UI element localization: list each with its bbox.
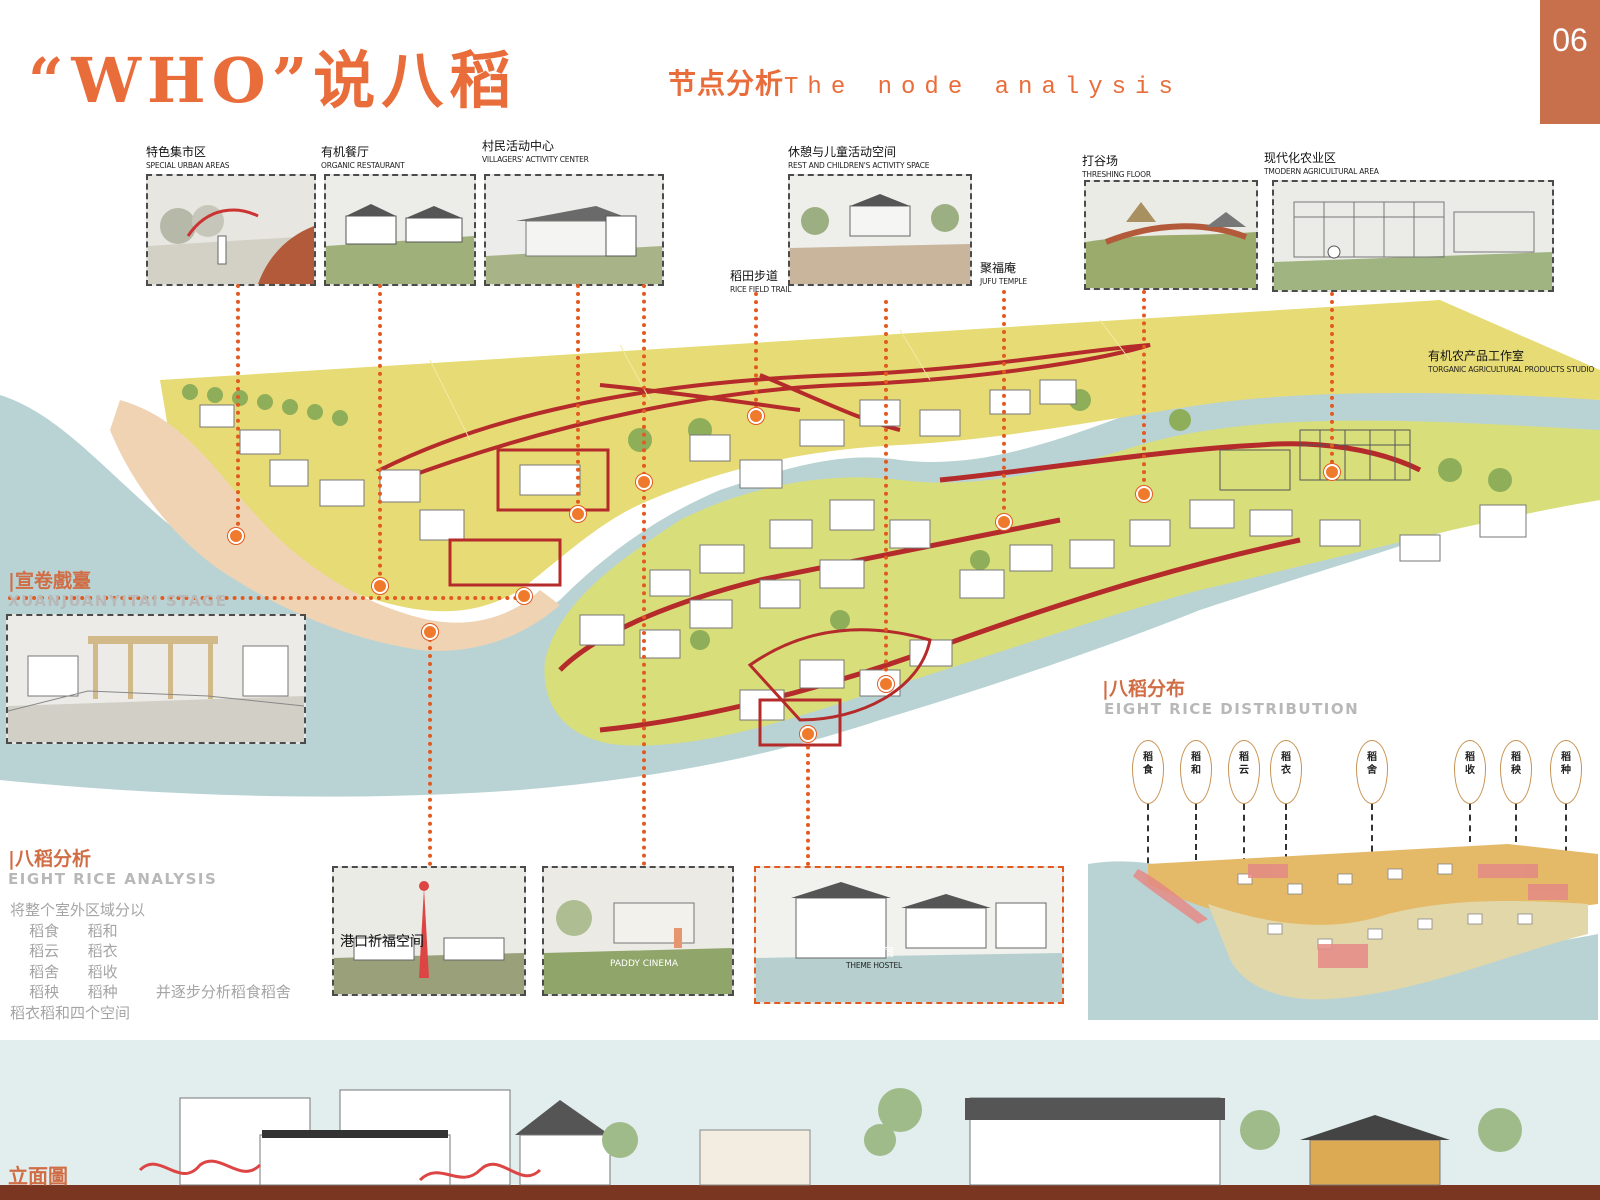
- rice-grain-badge: 稻衣: [1270, 740, 1302, 804]
- photo-threshing-floor: [1084, 180, 1258, 290]
- rice-grain-badge: 稻云: [1228, 740, 1260, 804]
- subtitle-cn: 节点分析: [668, 67, 785, 100]
- elevation-drawing: [0, 1040, 1600, 1200]
- node-pin[interactable]: [228, 528, 244, 544]
- photo-port-blessing-space: [332, 866, 526, 996]
- grain-connector: [1195, 804, 1197, 900]
- leader-line: [1002, 290, 1006, 518]
- grain-connector: [1469, 804, 1471, 874]
- photo-special-urban-areas: [146, 174, 316, 286]
- rice-field-upper: [160, 300, 1600, 612]
- rice-grain-badge: 稻收: [1454, 740, 1486, 804]
- analysis-line: 稻衣稻和四个空间: [10, 1003, 131, 1022]
- leader-line: [754, 292, 758, 410]
- stage-subtitle: XUANJUANYITAI STAGE: [8, 592, 228, 610]
- analysis-line: 稻舍 稻收: [10, 962, 118, 981]
- leader-line-horizontal: [8, 596, 518, 600]
- analysis-line: 稻食 稻和: [10, 921, 118, 940]
- leader-line: [806, 730, 810, 866]
- grain-connector: [1243, 804, 1245, 864]
- leader-line: [642, 480, 646, 866]
- leader-line: [884, 300, 888, 680]
- grain-connector: [1515, 804, 1517, 874]
- node-pin[interactable]: [1136, 486, 1152, 502]
- grain-connector: [1285, 804, 1287, 890]
- photo-theme-hostel: [754, 866, 1064, 1004]
- node-pin[interactable]: [748, 408, 764, 424]
- analysis-line: 稻秧 稻种 并逐步分析稻食稻舍: [10, 983, 291, 1001]
- photo-villagers-activity-center: [484, 174, 664, 286]
- page-title: “WHO”说八稻: [28, 44, 518, 117]
- node-pin[interactable]: [1324, 464, 1340, 480]
- subtitle-en: The node analysis: [784, 74, 1182, 101]
- leader-line: [428, 630, 432, 866]
- leader-line: [236, 284, 240, 534]
- rice-grain-badge: 稻种: [1550, 740, 1582, 804]
- node-pin[interactable]: [372, 578, 388, 594]
- stage-title: |宣卷戲臺: [8, 570, 91, 592]
- leader-line: [576, 284, 580, 512]
- node-pin[interactable]: [800, 726, 816, 742]
- leader-line: [378, 284, 382, 584]
- distribution-title: |八稻分布: [1102, 678, 1185, 700]
- node-pin[interactable]: [570, 506, 586, 522]
- analysis-description: 将整个室外区域分以 稻食 稻和 稻云 稻衣 稻舍 稻收 稻秧 稻种 并逐步分析稻…: [10, 900, 291, 1023]
- analysis-line: 稻云 稻衣: [10, 942, 118, 960]
- analysis-title: |八稻分析: [8, 848, 91, 870]
- label-paddy-cinema: PADDY CINEMA: [610, 959, 679, 969]
- rice-grain-badge: 稻秧: [1500, 740, 1532, 804]
- rice-grain-badge: 稻食: [1132, 740, 1164, 804]
- photo-xuanjuan-stage: [6, 614, 306, 744]
- node-pin[interactable]: [636, 474, 652, 490]
- node-pin[interactable]: [516, 588, 532, 604]
- photo-organic-restaurant: [324, 174, 476, 286]
- node-pin[interactable]: [422, 624, 438, 640]
- rice-grain-badge: 稻和: [1180, 740, 1212, 804]
- elevation-label: 立面圖: [8, 1164, 68, 1188]
- left-bank: [110, 400, 560, 651]
- leader-line: [1330, 292, 1334, 472]
- node-pin[interactable]: [878, 676, 894, 692]
- masterplan-map: [0, 300, 1600, 797]
- photo-modern-agricultural-area: [1272, 180, 1554, 292]
- page-number: 06: [1552, 22, 1588, 58]
- rice-grain-badge: 稻舍: [1356, 740, 1388, 804]
- leader-line: [642, 284, 646, 476]
- grain-connector: [1565, 804, 1567, 874]
- node-pin[interactable]: [996, 514, 1012, 530]
- photo-rest-children-space: [788, 174, 972, 286]
- analysis-subtitle: EIGHT RICE ANALYSIS: [8, 870, 218, 888]
- page-subtitle: 节点分析The node analysis: [668, 62, 1182, 102]
- photo-paddy-cinema: [542, 866, 734, 996]
- analysis-line: 将整个室外区域分以: [10, 901, 146, 919]
- grain-connector: [1147, 804, 1149, 874]
- leader-line: [1142, 290, 1146, 490]
- distribution-subtitle: EIGHT RICE DISTRIBUTION: [1104, 700, 1360, 718]
- rice-field-trail-route: [375, 343, 1151, 483]
- label-port-blessing-space: 港口祈福空间: [340, 934, 424, 950]
- page-number-tab: 06: [1540, 0, 1600, 124]
- distribution-mini-map: [1088, 844, 1598, 1020]
